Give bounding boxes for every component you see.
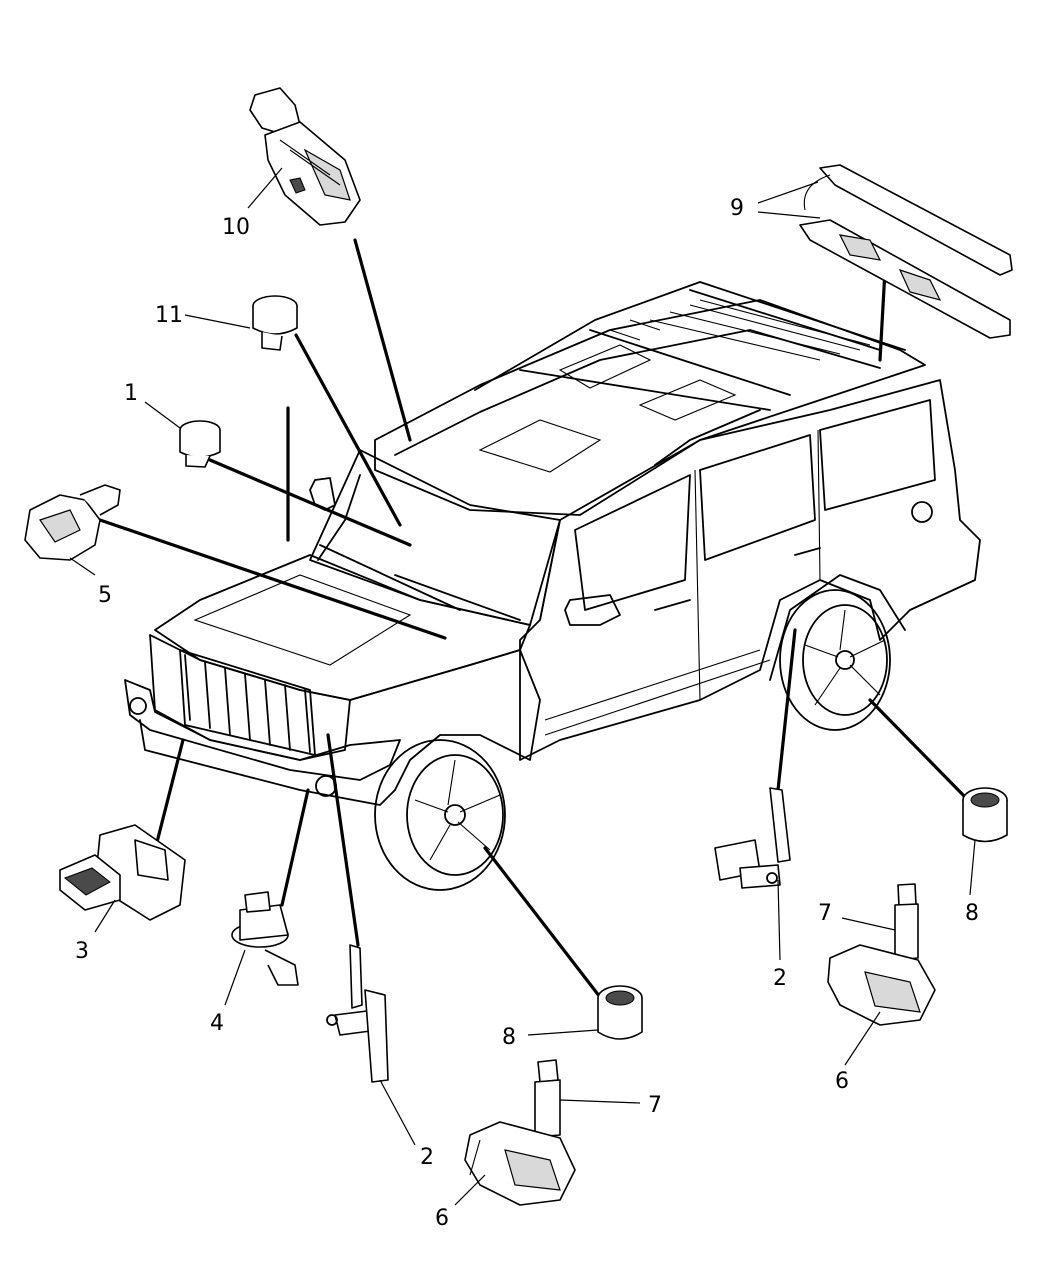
callout-5: 5: [98, 583, 112, 608]
callout-2-front: 2: [420, 1145, 434, 1170]
part-3-module: [59, 824, 186, 921]
callout-9: 9: [730, 196, 744, 221]
part-10-module: [249, 87, 361, 226]
part-4-lamp: [231, 891, 299, 986]
leader-lines: [98, 238, 970, 1012]
part-11-sensor: [252, 295, 298, 351]
part-2-front-sensor: [326, 944, 389, 1083]
part-8-front-sleeve: [597, 985, 643, 1040]
callout-7-rear: 7: [818, 901, 832, 926]
vehicle-illustration: [124, 281, 981, 891]
callout-8-front: 8: [502, 1025, 516, 1050]
callout-10: 10: [222, 215, 250, 240]
part-8-rear-sleeve: [962, 787, 1008, 843]
callout-4: 4: [210, 1011, 224, 1036]
part-6-front-tpms: [464, 1121, 576, 1206]
callout-3: 3: [75, 939, 89, 964]
part-6-rear-tpms: [827, 944, 936, 1026]
part-1-sensor: [179, 420, 221, 468]
callout-11: 11: [155, 303, 183, 328]
part-9-harness: [799, 164, 1013, 339]
part-7-front-valve: [534, 1059, 561, 1138]
callout-7-front: 7: [648, 1093, 662, 1118]
callout-6-rear: 6: [835, 1069, 849, 1094]
callout-1: 1: [124, 381, 138, 406]
callout-6-front: 6: [435, 1206, 449, 1231]
callout-lines: [69, 167, 976, 1206]
callout-8-rear: 8: [965, 901, 979, 926]
part-5-switch: [24, 484, 121, 561]
callout-2-rear: 2: [773, 966, 787, 991]
part-7-rear-valve: [894, 883, 919, 961]
part-2-rear-sensor: [714, 787, 791, 889]
callout-labels: 1 11 10 9 5 3 4 2 6 7 8 2 6 7 8: [75, 196, 979, 1231]
